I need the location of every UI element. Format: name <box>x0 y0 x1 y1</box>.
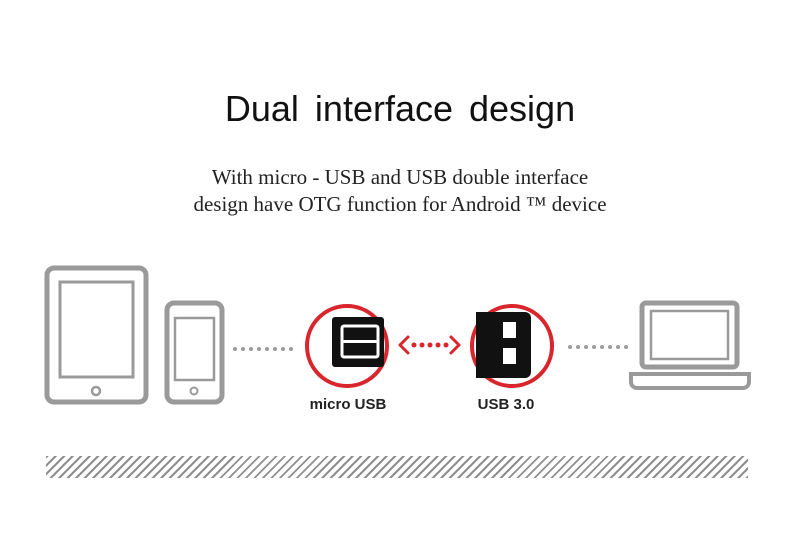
subtitle-line-1: With micro - USB and USB double interfac… <box>211 165 589 189</box>
hatched-divider <box>46 456 748 478</box>
subtitle-line-2: design have OTG function for Android ™ d… <box>193 192 607 216</box>
tablet-icon <box>44 265 149 405</box>
double-arrow-icon <box>398 335 461 355</box>
laptop-icon <box>629 300 751 390</box>
usb-port-icon <box>470 304 554 388</box>
usb3-label: USB 3.0 <box>477 396 535 413</box>
page-title: Dual interface design <box>224 88 576 129</box>
micro-usb-label: micro USB <box>309 396 387 413</box>
micro-usb-port-icon <box>305 304 389 388</box>
dotted-connector-right <box>568 345 628 349</box>
phone-icon <box>164 300 225 405</box>
subtitle: With micro - USB and USB double interfac… <box>0 164 800 218</box>
dotted-connector-left <box>233 347 293 351</box>
